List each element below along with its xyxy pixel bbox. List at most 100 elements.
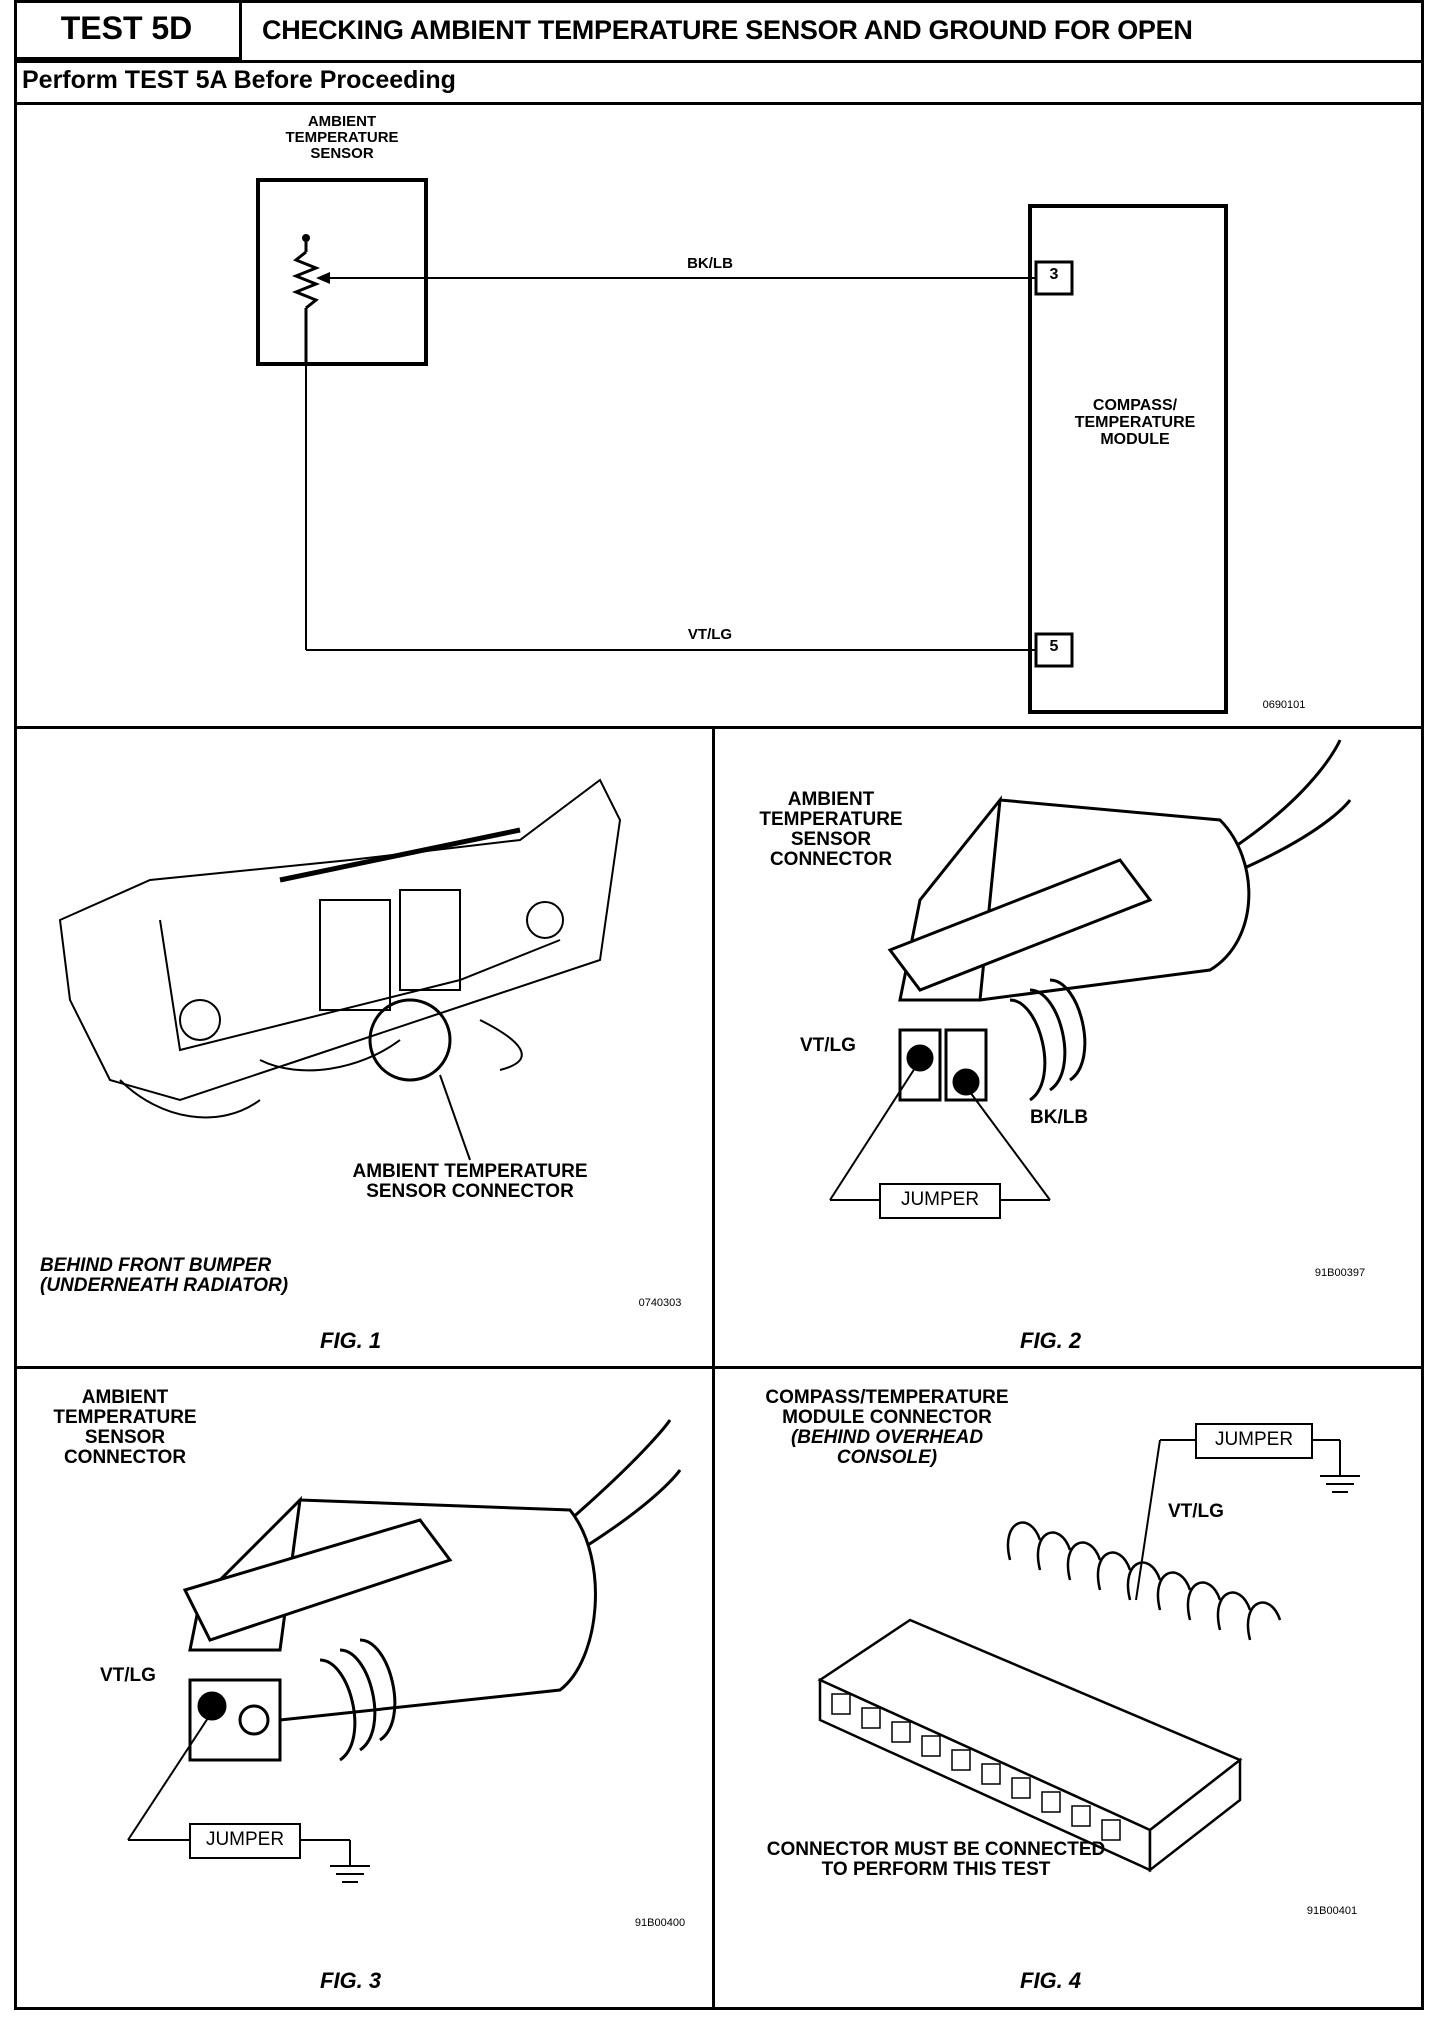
fig4-label-line: MODULE CONNECTOR	[782, 1406, 992, 1428]
fig4-note-line: TO PERFORM THIS TEST	[821, 1858, 1051, 1880]
fig2-wire-bk-lb: BK/LB	[1030, 1107, 1089, 1128]
fig4-ref: 91B00401	[1306, 1905, 1358, 1917]
fig2-caption: FIG. 2	[1020, 1328, 1082, 1353]
fig3-jumper-label: JUMPER	[205, 1829, 285, 1850]
fig4-wire	[1156, 1571, 1192, 1611]
fig2-label: AMBIENT TEMPERATURE SENSOR CONNECTOR	[746, 790, 916, 870]
fig4-label-line: COMPASS/TEMPERATURE	[765, 1387, 1009, 1408]
fig1-callout-line: SENSOR CONNECTOR	[366, 1180, 574, 1202]
fig3-label-line: SENSOR	[84, 1426, 166, 1448]
fig3-jumper-lead	[127, 1717, 209, 1841]
fig1-connector-callout-circle	[368, 998, 452, 1082]
fig4-cavity	[831, 1693, 851, 1715]
fig3-coil-1	[319, 1658, 357, 1762]
fig4-cavity	[1071, 1805, 1091, 1827]
fig1-location-line: (UNDERNEATH RADIATOR)	[40, 1274, 289, 1296]
fig2-coil-3	[1049, 978, 1087, 1082]
prerequisite-divider	[14, 102, 1424, 105]
fig1-callout-line: AMBIENT TEMPERATURE	[352, 1161, 588, 1182]
fig3-coil-3	[359, 1638, 397, 1742]
fig4-wire	[1096, 1551, 1132, 1591]
fig3-caption: FIG. 3	[320, 1968, 382, 1993]
fig2-label-line: AMBIENT	[787, 789, 875, 810]
resistor-symbol	[291, 250, 321, 310]
fig3-coil-2	[339, 1648, 377, 1752]
wiper-arrow	[316, 272, 330, 284]
fig2-coil-1	[1009, 998, 1047, 1102]
fig1-radiator-panel	[319, 899, 391, 1011]
fig2-wire-vt-lg: VT/LG	[800, 1035, 856, 1056]
fig4-jumper-box	[1195, 1423, 1313, 1459]
module-label: COMPASS/ TEMPERATURE MODULE	[1050, 397, 1220, 448]
fig4-wire	[1216, 1591, 1252, 1631]
fig3-cavity-empty	[238, 1704, 270, 1736]
fig3-latch	[182, 1518, 453, 1642]
fig1-caption: FIG. 1	[320, 1328, 382, 1353]
wire-label-bk-lb: BK/LB	[687, 255, 733, 272]
fig3-label-line: CONNECTOR	[63, 1446, 187, 1468]
fig2-cavity-left	[898, 1028, 942, 1102]
pin-3-box	[1034, 260, 1074, 296]
fig1-horn	[179, 999, 221, 1041]
fig2-terminal-vt-lg	[906, 1044, 934, 1072]
fig4-wire	[1006, 1521, 1042, 1561]
fig3-wire-1	[569, 1419, 672, 1522]
fig2-terminal-bk-lb	[952, 1068, 980, 1096]
fig1-leader-line	[439, 1074, 471, 1161]
fig2-jumper-lead-right	[969, 1091, 1051, 1201]
fig4-cavities	[831, 1693, 1121, 1841]
fig1-upper-beam	[279, 827, 521, 883]
fig2-label-line: CONNECTOR	[769, 848, 893, 870]
fig4-note: CONNECTOR MUST BE CONNECTED TO PERFORM T…	[746, 1840, 1126, 1880]
fig4-wire	[1036, 1531, 1072, 1571]
sensor-box	[256, 178, 428, 366]
figures-row-divider	[14, 1366, 1424, 1369]
fig1-callout: AMBIENT TEMPERATURE SENSOR CONNECTOR	[320, 1162, 620, 1202]
fig4-note-line: CONNECTOR MUST BE CONNECTED	[766, 1839, 1106, 1860]
fig2-jumper-lead-left	[829, 1067, 916, 1201]
fig2-ref: 91B00397	[1314, 1267, 1366, 1279]
fig2-coil-2	[1029, 988, 1067, 1092]
fig2-wire-2	[1239, 799, 1352, 872]
page-frame	[14, 0, 1424, 2010]
fig3-ref: 91B00400	[634, 1917, 686, 1929]
pin-3-label: 3	[1049, 266, 1059, 283]
title-divider	[14, 60, 1424, 63]
fig4-jumper-label: JUMPER	[1214, 1429, 1294, 1450]
fig4-cavity	[981, 1763, 1001, 1785]
module-box	[1028, 204, 1228, 714]
fig4-cavity	[861, 1707, 881, 1729]
resistor-node	[302, 234, 310, 242]
fig1-location-line: BEHIND FRONT BUMPER	[40, 1255, 272, 1276]
fig2-latch	[887, 858, 1153, 992]
fig4-jumper-lead	[1135, 1439, 1161, 1601]
fig1-harness-3	[479, 1019, 523, 1071]
schematic-divider	[14, 726, 1424, 729]
fig3-wire-2	[579, 1469, 682, 1552]
fig3-label-line: TEMPERATURE	[53, 1406, 197, 1428]
fig1-location: BEHIND FRONT BUMPER (UNDERNEATH RADIATOR…	[40, 1256, 288, 1296]
fig1-radiator-panel-2	[399, 889, 461, 991]
sensor-label-line: AMBIENT	[307, 113, 377, 130]
fig1-component	[526, 901, 564, 939]
sensor-label-line: SENSOR	[310, 144, 374, 162]
fig3-wire-vt-lg: VT/LG	[100, 1665, 156, 1686]
test-id: TEST 5D	[14, 0, 242, 60]
fig2-cavity-right	[944, 1028, 988, 1102]
module-label-line: TEMPERATURE	[1074, 413, 1196, 431]
fig3-label: AMBIENT TEMPERATURE SENSOR CONNECTOR	[40, 1388, 210, 1468]
wire-label-vt-lg: VT/LG	[687, 626, 733, 643]
fig4-connector-side	[1148, 1757, 1242, 1873]
module-label-line: COMPASS/	[1092, 397, 1178, 414]
fig2-wire-1	[1229, 739, 1342, 852]
fig1-harness-2	[259, 1039, 401, 1072]
schematic-ref: 0690101	[1262, 699, 1306, 711]
test-title: CHECKING AMBIENT TEMPERATURE SENSOR AND …	[262, 14, 1193, 45]
module-label-line: MODULE	[1100, 430, 1170, 448]
sensor-label: AMBIENT TEMPERATURE SENSOR	[252, 114, 432, 161]
fig4-cavity	[1011, 1777, 1031, 1799]
